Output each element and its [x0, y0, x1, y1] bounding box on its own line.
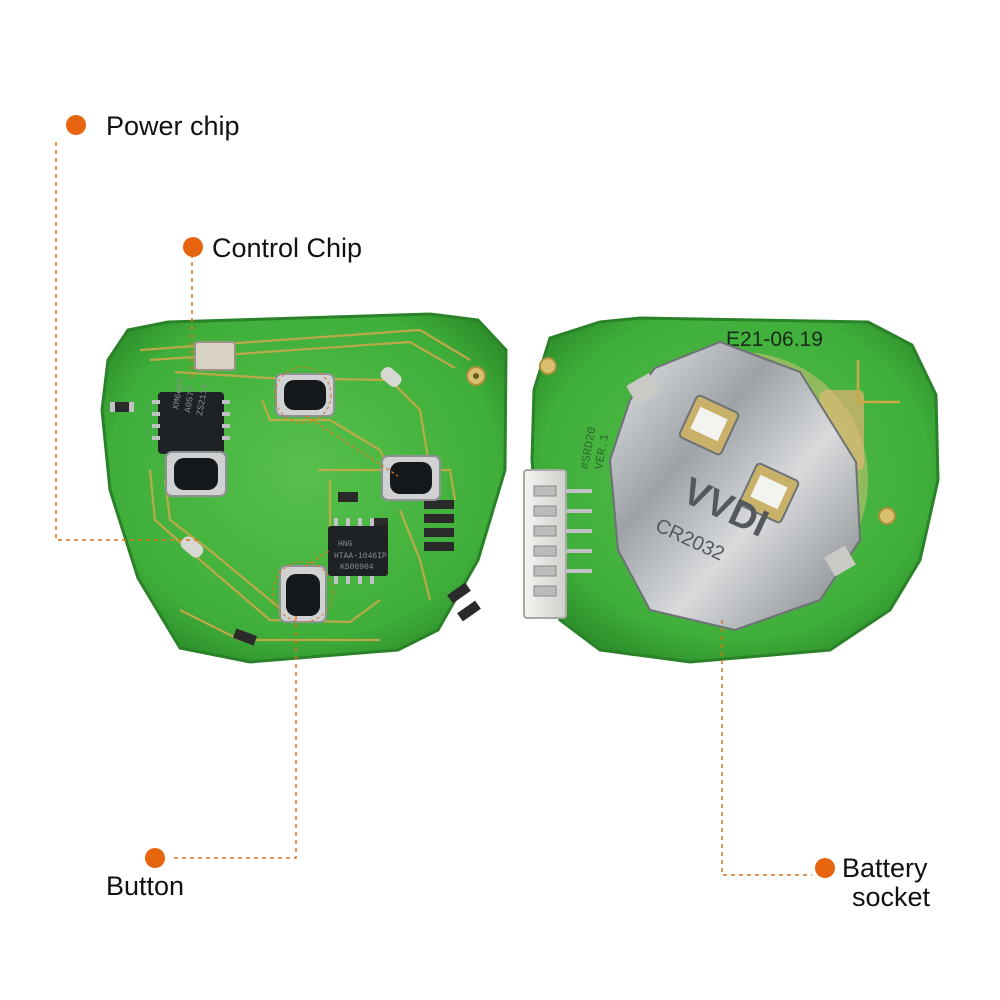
- left-highlight-lines: [272, 366, 399, 623]
- power-chip-marking-2: A0577: [183, 385, 198, 413]
- control-chip-marking-3: KS00904: [340, 563, 374, 572]
- control-chip-label: Control Chip: [212, 233, 363, 263]
- date-code: E21-06.19: [726, 328, 823, 351]
- power-chip-marker: [66, 115, 86, 135]
- version-text: VER.1: [592, 433, 612, 471]
- tactile-button-bottom: [279, 565, 327, 623]
- tactile-button-left: [165, 451, 227, 497]
- button-marker: [145, 848, 165, 868]
- smd-components: [110, 367, 481, 646]
- battery-socket-label-line2: socket: [852, 882, 931, 912]
- control-chip: HNG HTAA-1046IP KS00904: [328, 518, 388, 584]
- power-chip-label: Power chip: [106, 111, 240, 141]
- control-chip-marker: [183, 237, 203, 257]
- callout-leader-lines: [55, 142, 812, 876]
- power-chip: XM660T A0577 ZS2111: [152, 376, 230, 454]
- battery-socket-label-line1: Battery: [842, 853, 928, 883]
- left-pcb-board: XM660T A0577 ZS2111: [100, 312, 508, 664]
- control-chip-marking-1: HNG: [338, 540, 353, 549]
- control-chip-marking-2: HTAA-1046IP: [334, 552, 387, 561]
- battery-socket-marker: [815, 858, 835, 878]
- button-label: Button: [106, 871, 185, 901]
- right-pcb-board: E21-06.19 #SRD20 VER.1 VVDI CR2032: [523, 316, 940, 664]
- tactile-button-right: [381, 455, 441, 501]
- tactile-button-top: [275, 373, 335, 417]
- side-connector: [523, 469, 592, 619]
- battery-socket: VVDI CR2032: [608, 340, 868, 632]
